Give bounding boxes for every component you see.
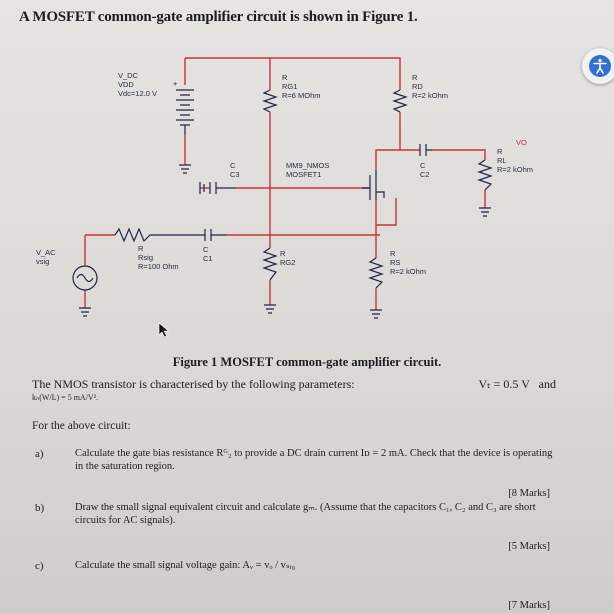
mosfet-label-1: MM9_NMOS [286,161,329,170]
rs-label-3: R=2 kOhm [390,267,426,276]
question-a-marks: [8 Marks] [508,488,550,499]
rl-label-3: R=2 kOhm [497,165,533,174]
question-b-text: Draw the small signal equivalent circuit… [75,502,536,526]
problem-heading: A MOSFET common-gate amplifier circuit i… [19,9,418,25]
c1-label-1: C [203,245,209,254]
rs-label-2: RS [390,258,400,267]
rd-label-2: RD [412,82,423,91]
vac-label-2: vsig [36,257,49,266]
rg1-label-1: R [282,73,288,82]
intro-and: and [538,377,556,391]
vdc-label-3: Vdc=12.0 V [118,89,157,98]
mouse-pointer-icon [158,322,170,338]
rg1-label-3: R=6 MOhm [282,91,321,100]
rg2-label-1: R [280,249,286,258]
circuit-components [72,89,493,319]
c1-label-2: C1 [203,254,213,263]
intro-paragraph: The NMOS transistor is characterised by … [32,377,556,405]
question-b-marks: [5 Marks] [508,541,550,552]
question-c-letter: c) [35,560,44,572]
question-a-text: Calculate the gate bias resistance Rᴳ₂ t… [75,448,553,472]
question-c-text: Calculate the small signal voltage gain:… [75,560,296,571]
accessibility-button[interactable] [582,48,614,84]
rl-label-2: RL [497,156,507,165]
rsig-label-2: Rsig [138,253,153,262]
vdc-label-2: VDD [118,80,134,89]
battery-symbol [176,89,194,126]
rs-label-1: R [390,249,396,258]
circuit-schematic: V_DC VDD Vdc=12.0 V + R RG1 R=6 MOhm R R… [36,57,533,319]
c2-label-2: C2 [420,170,430,179]
vdc-plus: + [173,79,178,88]
rd-label-1: R [412,73,418,82]
question-c-marks: [7 Marks] [508,600,550,611]
rd-label-3: R=2 kOhm [412,91,448,100]
component-labels: V_DC VDD Vdc=12.0 V + R RG1 R=6 MOhm R R… [36,71,533,276]
vac-label-1: V_AC [36,248,56,257]
intro-text: The NMOS transistor is characterised by … [32,377,355,391]
accessibility-icon [593,58,607,74]
vo-label: VO [516,138,527,147]
c3-label-1: C [230,161,236,170]
c3-label-2: C3 [230,170,240,179]
intro-line2: kₙ(W/L) = 5 mA/V². [32,393,99,402]
rl-label-1: R [497,147,503,156]
figure-caption: Figure 1 MOSFET common-gate amplifier ci… [172,355,442,369]
rsig-label-1: R [138,244,144,253]
for-circuit-text: For the above circuit: [32,420,131,432]
c2-label-1: C [420,161,426,170]
question-b-letter: b) [35,502,45,514]
vdc-label-1: V_DC [118,71,139,80]
question-a-letter: a) [35,448,44,460]
rg1-label-2: RG1 [282,82,297,91]
circuit-wires [84,57,486,310]
rg2-label-2: RG2 [280,258,295,267]
intro-param: Vₜ = 0.5 V [478,377,530,391]
rsig-label-3: R=100 Ohm [138,262,179,271]
mosfet-label-2: MOSFET1 [286,170,321,179]
